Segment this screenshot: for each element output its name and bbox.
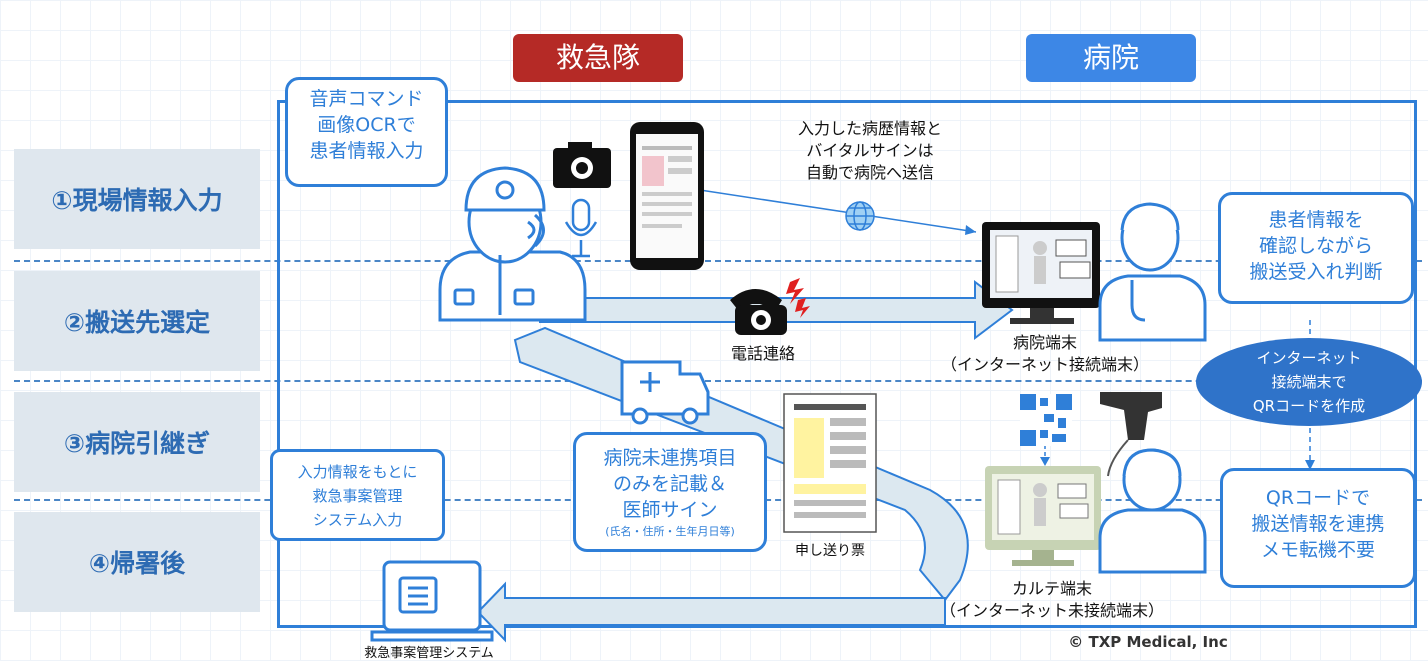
telephone-icon bbox=[730, 289, 787, 335]
hospital-terminal-label: 病院端末 （インターネット接続端末） bbox=[940, 333, 1149, 374]
qr-creation-pill: インターネット 接続端末で QRコードを作成 bbox=[1196, 338, 1422, 426]
system-label: 救急事案管理システム bbox=[364, 646, 494, 661]
auto-send-line bbox=[699, 189, 977, 233]
return-arrow bbox=[476, 581, 946, 643]
doctor-icon bbox=[1098, 202, 1207, 342]
memo-label: 申し送り票 bbox=[795, 543, 865, 559]
emt-person-icon bbox=[438, 166, 587, 322]
barcode-scanner-icon bbox=[1100, 392, 1162, 477]
phone-label: 電話連絡 bbox=[730, 344, 795, 363]
globe-icon bbox=[845, 201, 875, 231]
stage-after-return: ④帰署後 bbox=[14, 512, 260, 612]
qr-link-bubble: QRコードで 搬送情報を連携 メモ転機不要 bbox=[1220, 468, 1416, 588]
hospital-monitor-icon bbox=[982, 222, 1100, 324]
smartphone-icon bbox=[630, 122, 704, 270]
nurse-icon bbox=[1098, 448, 1207, 574]
stage-hospital-handover: ③病院引継ぎ bbox=[14, 392, 260, 492]
voice-ocr-bubble: 音声コマンド 画像OCRで 患者情報入力 bbox=[285, 77, 448, 187]
copyright: © TXP Medical, Inc bbox=[1068, 633, 1228, 651]
laptop-icon bbox=[370, 560, 494, 642]
ambulance-header: 救急隊 bbox=[513, 34, 683, 82]
ambulance-icon bbox=[620, 360, 710, 425]
separator-2 bbox=[14, 380, 1422, 382]
chart-monitor-icon bbox=[985, 466, 1101, 566]
chart-terminal-label: カルテ端末 （インターネット未接続端末） bbox=[939, 579, 1164, 620]
stage-destination-selection: ②搬送先選定 bbox=[14, 271, 260, 371]
system-entry-bubble: 入力情報をもとに 救急事案管理 システム入力 bbox=[270, 449, 445, 541]
handover-bubble: 病院未連携項目 のみを記載＆ 医師サイン (氏名・住所・生年月日等) bbox=[573, 432, 767, 552]
workflow-frame bbox=[277, 100, 1417, 628]
confirm-bubble: 患者情報を 確認しながら 搬送受入れ判断 bbox=[1218, 192, 1414, 304]
hospital-header: 病院 bbox=[1026, 34, 1196, 82]
ringing-icon bbox=[786, 278, 810, 318]
microphone-icon bbox=[564, 198, 598, 258]
auto-send-label: 入力した病歴情報と バイタルサインは 自動で病院へ送信 bbox=[797, 119, 942, 182]
memo-form-icon bbox=[783, 393, 877, 533]
camera-icon bbox=[553, 142, 611, 188]
qr-code-icon bbox=[1020, 394, 1072, 446]
stage-scene-input: ①現場情報入力 bbox=[14, 149, 260, 249]
separator-1 bbox=[14, 260, 1422, 262]
